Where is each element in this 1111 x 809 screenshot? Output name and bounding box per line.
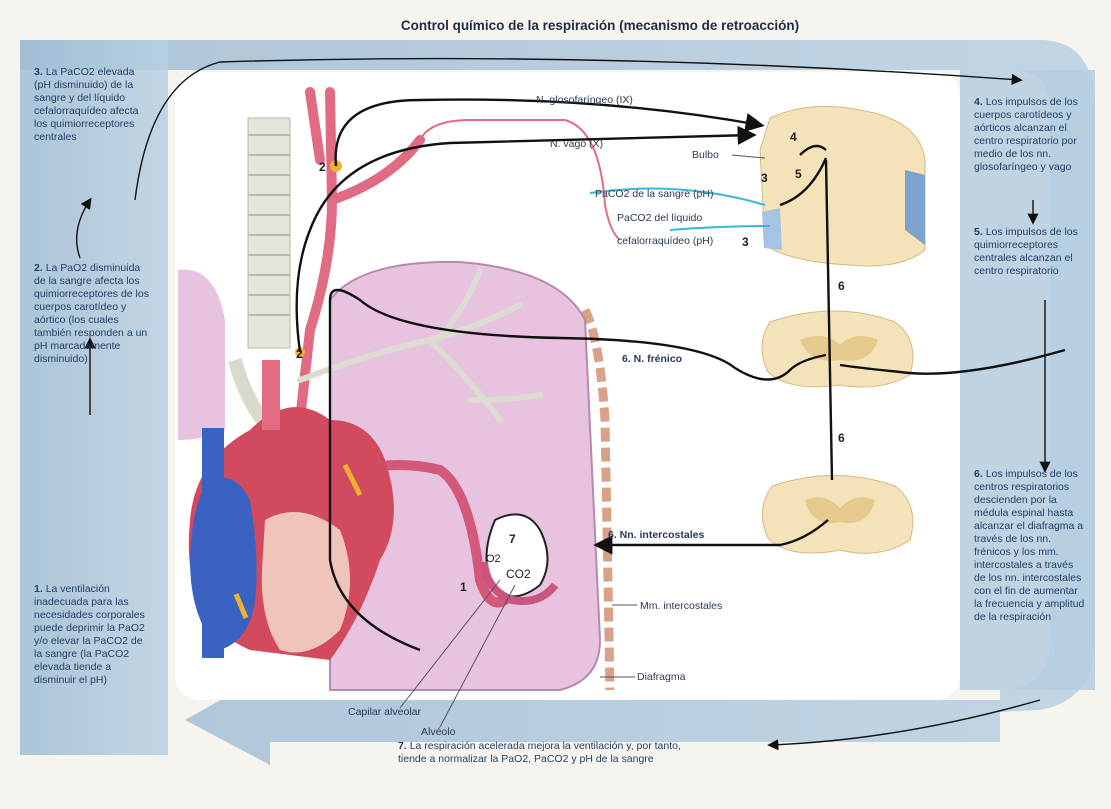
diafragma-label: Diafragma (637, 671, 686, 683)
note-2-number: 2. (34, 262, 43, 274)
trachea (248, 118, 290, 348)
diagram-title: Control químico de la respiración (mecan… (240, 18, 960, 33)
note-7-line-2: tiende a normalizar la PaO2, PaCO2 y pH … (398, 753, 778, 766)
medulla-bulbo (760, 106, 925, 266)
note-5: 5. Los impulsos de los quimiorreceptores… (974, 226, 1086, 278)
note-3-number: 3. (34, 66, 43, 78)
pa-lcr-label-2: cefalorraquídeo (pH) (617, 235, 713, 247)
num-6-upper: 6 (838, 279, 845, 293)
spinal-section-lower (762, 476, 912, 554)
mm-intercostales-label: Mm. intercostales (640, 600, 722, 612)
num-1: 1 (460, 580, 467, 594)
note-7: 7. La respiración acelerada mejora la ve… (398, 740, 778, 766)
note-4-number: 4. (974, 96, 983, 108)
note-1-text: La ventilación inadecuada para las neces… (34, 583, 145, 686)
note-5-number: 5. (974, 226, 983, 238)
note-3-text: La PaCO2 elevada (pH disminuido) de la s… (34, 66, 139, 143)
note-4-text: Los impulsos de los cuerpos carotídeos y… (974, 96, 1078, 173)
num-5: 5 (795, 167, 802, 181)
note-7-line-1: 7. La respiración acelerada mejora la ve… (398, 740, 778, 753)
note-6: 6. Los impulsos de los centros respirato… (974, 468, 1086, 624)
pa-lcr-label-1: PaCO2 del líquido (617, 212, 702, 224)
num-2-carotid: 2 (319, 160, 326, 174)
num-4: 4 (790, 130, 797, 144)
o2-label: O2 (486, 553, 501, 565)
note-4: 4. Los impulsos de los cuerpos carotídeo… (974, 96, 1086, 174)
co2-label: CO2 (506, 567, 531, 581)
num-3-blood: 3 (761, 171, 768, 185)
note-1: 1. La ventilación inadecuada para las ne… (34, 583, 146, 687)
note-2-text: La PaO2 disminuida de la sangre afecta l… (34, 262, 149, 365)
num-2-aortic: 2 (296, 347, 303, 361)
n-frenico-label: 6. N. frénico (622, 353, 682, 365)
alveolo-label: Alvéolo (421, 726, 456, 738)
note-2: 2. La PaO2 disminuida de la sangre afect… (34, 262, 149, 366)
nn-intercostales-label: 6. Nn. intercostales (608, 529, 704, 541)
note-6-text: Los impulsos de los centros respiratorio… (974, 468, 1084, 623)
note-5-text: Los impulsos de los quimiorreceptores ce… (974, 226, 1078, 277)
num-7: 7 (509, 532, 516, 546)
num-6-lower: 6 (838, 431, 845, 445)
note-7-line-1-text: La respiración acelerada mejora la venti… (410, 740, 681, 752)
note-3: 3. La PaCO2 elevada (pH disminuido) de l… (34, 66, 144, 144)
bulbo-label: Bulbo (692, 149, 719, 161)
pa-sangre-label: PaCO2 de la sangre (pH) (595, 188, 713, 200)
n-vago-label: N. vago (X) (550, 138, 603, 150)
note-7-number: 7. (398, 740, 407, 752)
note-6-number: 6. (974, 468, 983, 480)
note-1-number: 1. (34, 583, 43, 595)
capilar-label: Capilar alveolar (348, 706, 421, 718)
n-glosofaringeo-label: N. glosofaríngeo (IX) (536, 94, 633, 106)
num-3-csf: 3 (742, 235, 749, 249)
